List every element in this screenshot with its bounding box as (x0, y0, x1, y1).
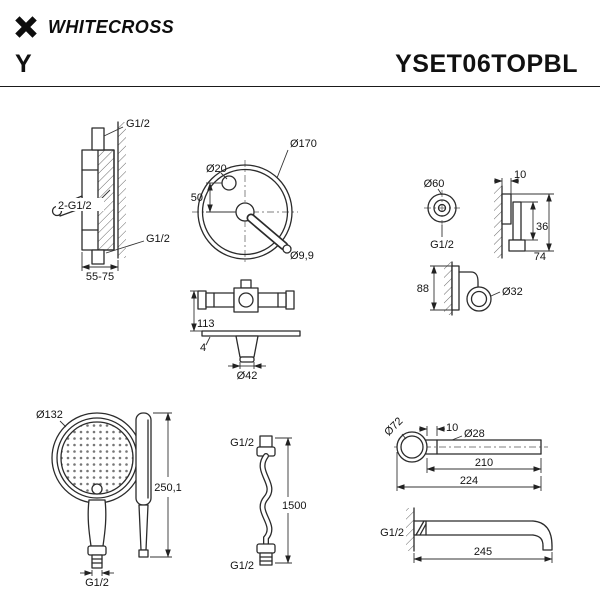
drawing-spout: Ø72 10 Ø28 210 224 G1/2 245 (380, 415, 553, 563)
dim-holder-ring-dia: Ø32 (502, 286, 523, 298)
dim-handshower-length: 250,1 (154, 482, 182, 494)
dim-handshower-dia: Ø132 (36, 409, 63, 421)
dim-mixer-dual-thread: 2-G1/2 (58, 200, 92, 212)
dim-faceplate-dia: Ø170 (290, 138, 317, 150)
dim-faceplate-offset: 50 (191, 192, 203, 204)
dim-elbow-height: 74 (534, 251, 546, 263)
dim-hose-top-thread: G1/2 (230, 437, 254, 449)
dim-handshower-thread: G1/2 (85, 577, 109, 589)
dim-spout-flange-depth: 10 (446, 422, 458, 434)
drawing-outlet-elbow: Ø60 G1/2 10 36 74 (424, 169, 554, 263)
dim-spout-thread: G1/2 (380, 527, 404, 539)
drawing-faceplate: Ø170 Ø20 50 Ø9,9 (191, 138, 317, 264)
drawing-shower-holder: 88 Ø32 (417, 261, 523, 316)
dim-spout-tube-dia: Ø28 (464, 428, 485, 440)
dim-elbow-flange-dia: Ø60 (424, 178, 445, 190)
dim-plate-thickness: 4 (200, 342, 206, 354)
dim-spout-total-reach: 224 (460, 475, 478, 487)
header-divider (0, 86, 600, 87)
dim-valve-body-height: 113 (197, 318, 215, 330)
drawing-mixer-valve-side: G1/2 2-G1/2 G1/2 55-75 (51, 118, 170, 283)
dim-faceplate-hole-dia: Ø20 (206, 163, 227, 175)
dim-handle-dia: Ø42 (237, 370, 258, 382)
technical-drawings: G1/2 2-G1/2 G1/2 55-75 Ø170 Ø20 50 Ø9,9 (36, 118, 554, 589)
title-row: Y YSET06TOPBL (15, 50, 578, 79)
dim-hose-length: 1500 (282, 500, 306, 512)
brand-name: WHITECROSS (48, 16, 175, 37)
dim-elbow-offset: 36 (536, 221, 548, 233)
series-code: Y (15, 50, 33, 78)
brand-header: WHITECROSS (12, 13, 174, 41)
dim-mixer-top-thread: G1/2 (126, 118, 150, 130)
dim-spout-length: 245 (474, 546, 492, 558)
dim-elbow-flange-depth: 10 (514, 169, 526, 181)
drawing-handshower: Ø132 G1/2 250,1 (36, 409, 182, 589)
model-code: YSET06TOPBL (395, 50, 578, 78)
dim-holder-height: 88 (417, 283, 429, 295)
dim-mixer-bottom-thread: G1/2 (146, 233, 170, 245)
dim-faceplate-lever-dia: Ø9,9 (290, 250, 314, 262)
dim-hose-bottom-thread: G1/2 (230, 560, 254, 572)
drawing-mixer-valve-top: 113 4 Ø42 (190, 279, 301, 382)
drawing-hose: G1/2 G1/2 1500 (230, 435, 306, 572)
whitecross-logo-icon (15, 16, 37, 38)
dim-mixer-depth-range: 55-75 (86, 271, 114, 283)
dim-elbow-thread: G1/2 (430, 239, 454, 251)
dim-spout-reach: 210 (475, 457, 493, 469)
